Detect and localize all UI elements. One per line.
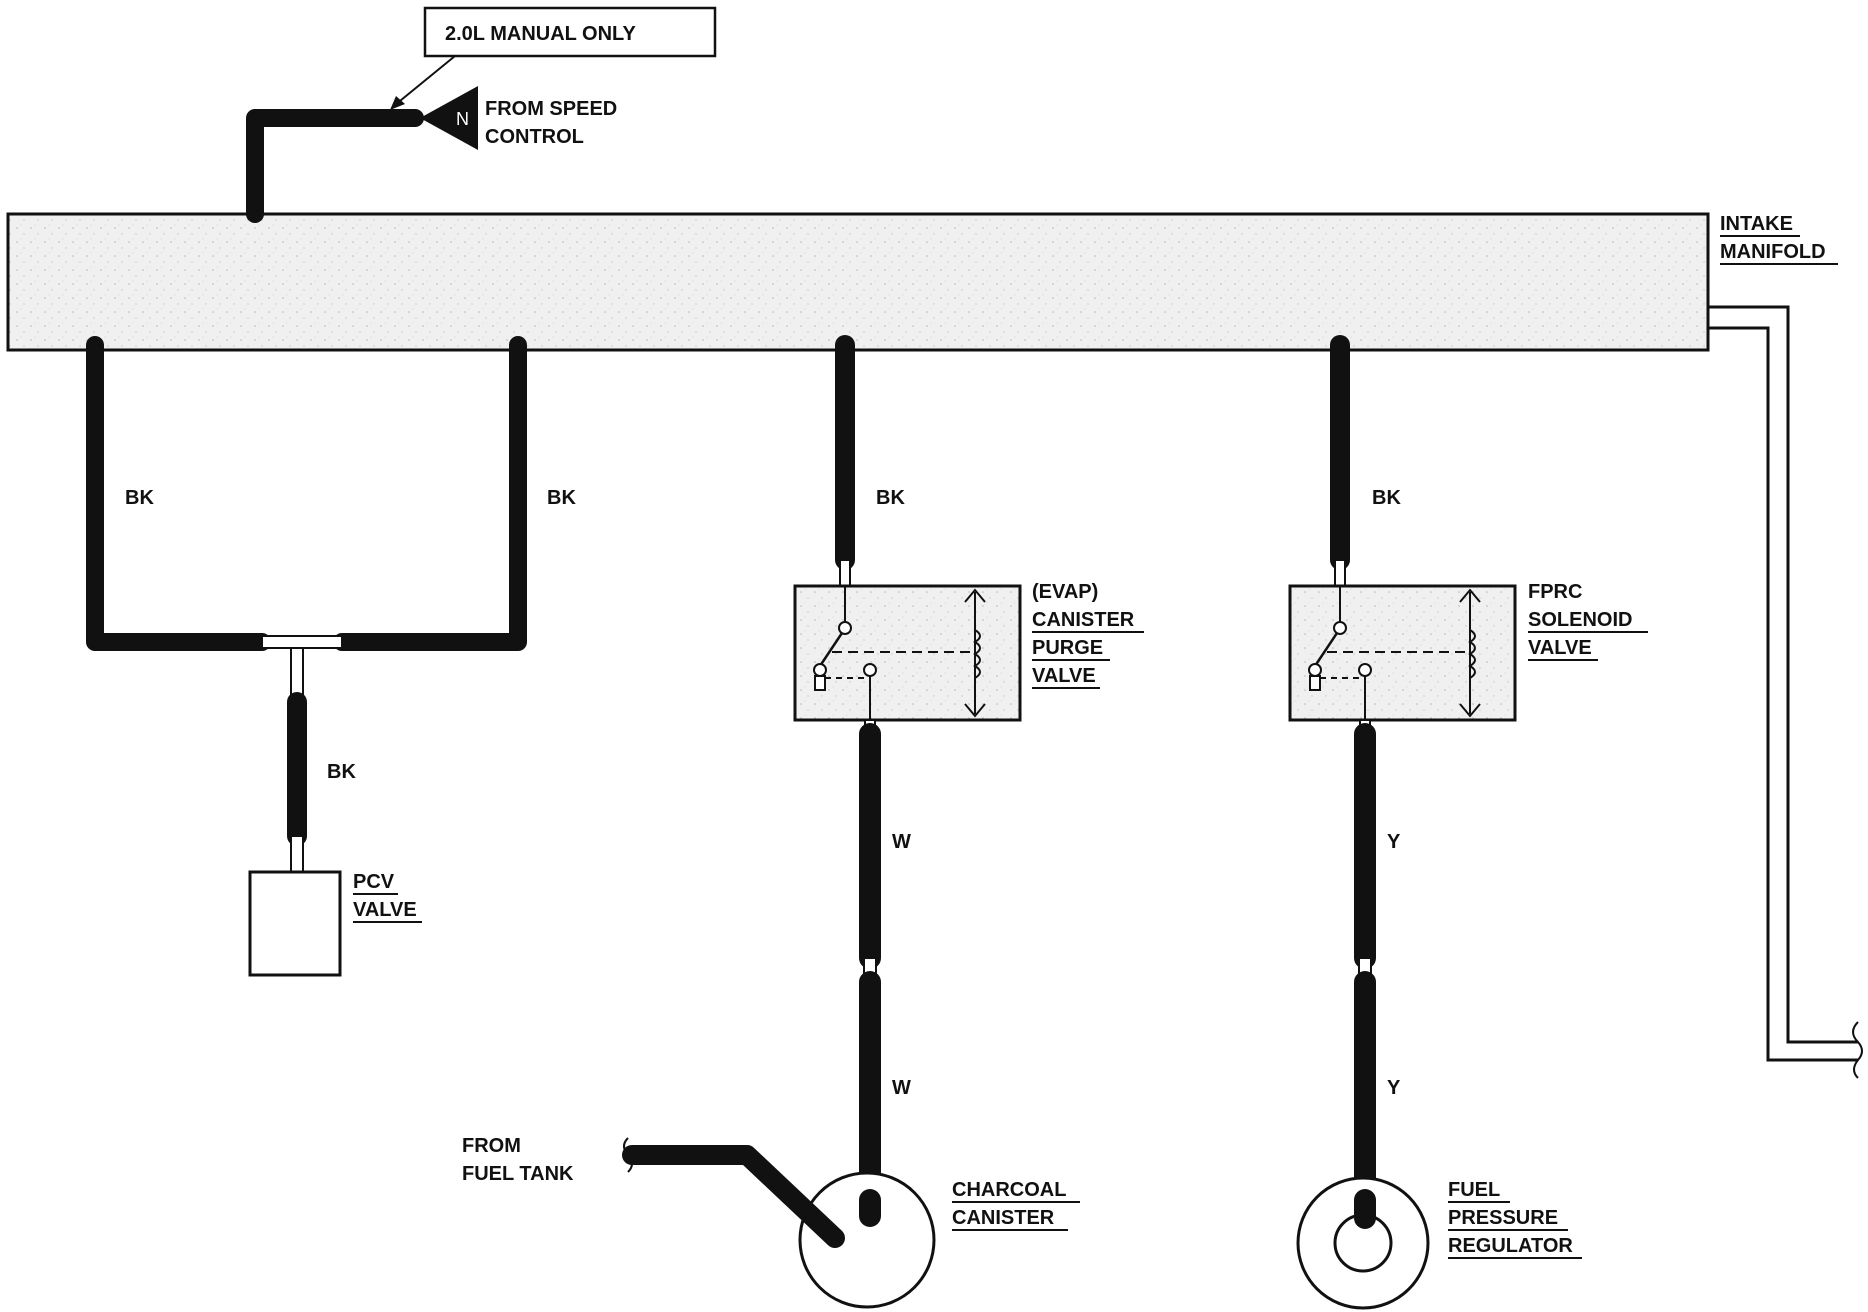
- evap-upper-stem: [839, 559, 851, 587]
- fprc-solenoid-valve: [1288, 584, 1517, 722]
- fuel-tank-hose: [622, 1145, 845, 1248]
- intake-manifold: [6, 212, 1710, 352]
- tube-break-mark: [1852, 1021, 1863, 1079]
- intake-manifold-label-2: MANIFOLD: [1720, 241, 1826, 263]
- canister-purge-valve-label-4: VALVE: [1032, 665, 1096, 687]
- fuel-pressure-regulator-label-2: PRESSURE: [1448, 1207, 1558, 1229]
- canister-purge-valve: [793, 584, 1022, 722]
- hose-color-fprc-upper: BK: [1372, 487, 1401, 509]
- charcoal-canister-label-2: CANISTER: [952, 1207, 1055, 1229]
- hose-color-left-outer: BK: [125, 487, 154, 509]
- note-pointer-arrow: [390, 96, 405, 110]
- manifold-outlet-tube: [1708, 305, 1858, 1044]
- note-box: [423, 6, 717, 58]
- charcoal-canister: [798, 1171, 936, 1309]
- fprc-upper-stem: [1334, 559, 1346, 587]
- left-inner-hose: [333, 336, 527, 651]
- charcoal-canister-label-1: CHARCOAL: [952, 1179, 1066, 1201]
- hose-color-pcv-line: BK: [327, 761, 356, 783]
- pcv-valve: [248, 870, 342, 977]
- note-box-label: 2.0L MANUAL ONLY: [445, 23, 636, 45]
- manifold-outlet-tube-inner: [1708, 326, 1858, 1062]
- fuel-tank-hose-break: [623, 1137, 633, 1173]
- left-outer-hose: [86, 336, 271, 651]
- fuel-pressure-regulator-label-3: REGULATOR: [1448, 1235, 1573, 1257]
- fprc-solenoid-valve-label-3: VALVE: [1528, 637, 1592, 659]
- from-fuel-tank-label-1: FROM: [462, 1135, 521, 1157]
- from-fuel-tank-label-2: FUEL TANK: [462, 1163, 574, 1185]
- canister-purge-valve-label-2: CANISTER: [1032, 609, 1135, 631]
- pcv-valve-label-2: VALVE: [353, 899, 417, 921]
- hose-color-fprc-lower-1: Y: [1387, 831, 1401, 853]
- from-speed-control-label-2: CONTROL: [485, 126, 584, 148]
- canister-purge-valve-label-3: PURGE: [1032, 637, 1103, 659]
- hose-color-evap-lower-1: W: [892, 831, 911, 853]
- speed-control-hose: [246, 109, 424, 223]
- fprc-solenoid-valve-label-2: SOLENOID: [1528, 609, 1632, 631]
- fuel-pressure-regulator-label-1: FUEL: [1448, 1179, 1500, 1201]
- hose-color-left-inner: BK: [547, 487, 576, 509]
- hose-color-evap-lower-2: W: [892, 1077, 911, 1099]
- fprc-solenoid-valve-label-1: FPRC: [1528, 581, 1582, 603]
- hose-color-fprc-lower-2: Y: [1387, 1077, 1401, 1099]
- pcv-tee-fitting: [261, 635, 343, 649]
- connector-letter: N: [456, 109, 469, 129]
- canister-purge-valve-label-1: (EVAP): [1032, 581, 1098, 603]
- speed-control-connector: [420, 86, 478, 150]
- intake-manifold-label-1: INTAKE: [1720, 213, 1793, 235]
- hose-color-evap-upper: BK: [876, 487, 905, 509]
- from-speed-control-label-1: FROM SPEED: [485, 98, 617, 120]
- pcv-outlet-stem: [290, 835, 304, 873]
- note-pointer: [394, 55, 456, 106]
- pcv-valve-label-1: PCV: [353, 871, 395, 893]
